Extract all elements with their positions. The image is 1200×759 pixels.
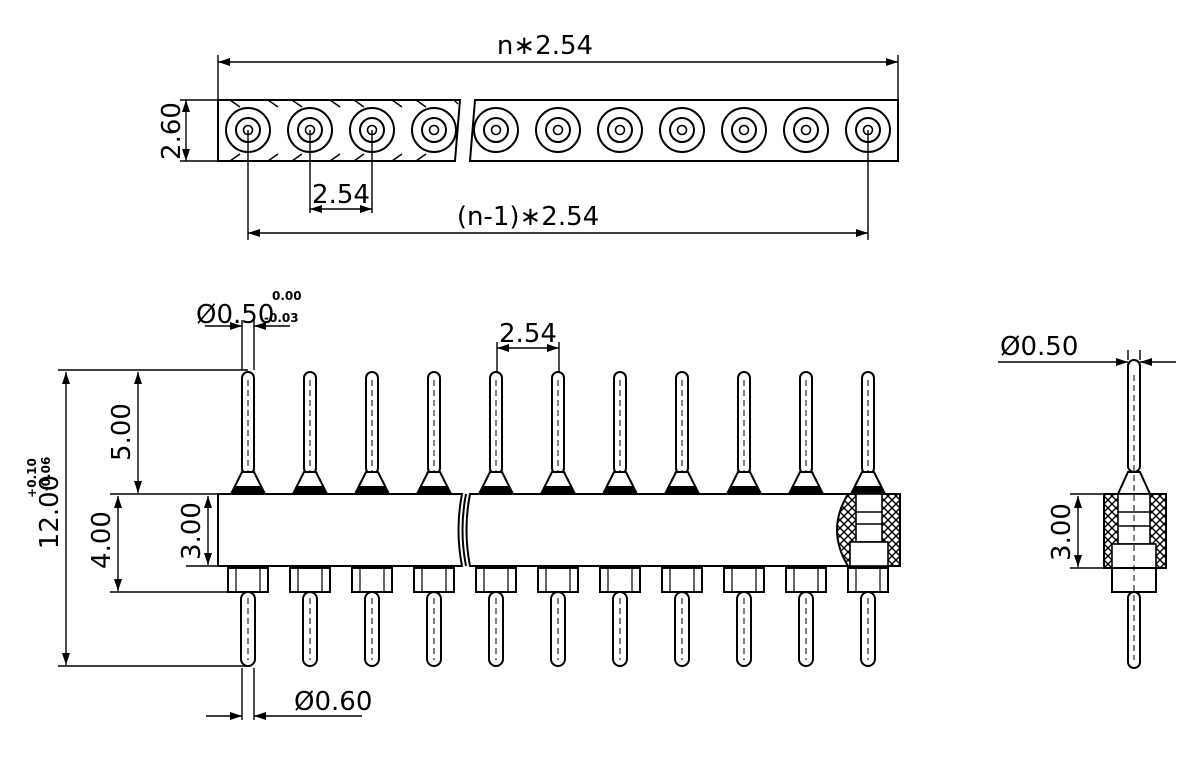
front-pin	[289, 371, 331, 667]
top-strip	[217, 99, 899, 162]
front-pins	[227, 371, 889, 667]
socket-hole-top	[659, 107, 705, 153]
front-pin	[599, 371, 641, 667]
front-pin	[227, 371, 269, 667]
pin-dia-top-label: Ø0.50	[196, 300, 274, 330]
lower-pin-dia-label: Ø0.60	[294, 687, 372, 717]
center-span-label: (n-1)∗2.54	[457, 202, 599, 232]
top-sockets	[225, 107, 891, 153]
section-cut	[836, 493, 901, 567]
total-tol-lower-label: -0.06	[39, 457, 53, 492]
total-tol-upper-label: +0.10	[25, 458, 39, 498]
front-pin	[661, 371, 703, 667]
strip-height-label: 2.60	[157, 102, 187, 160]
side-pin-dia-label: Ø0.50	[1000, 332, 1078, 362]
front-pin	[847, 371, 889, 667]
front-pin	[723, 371, 765, 667]
pitch-top-label: 2.54	[312, 180, 370, 210]
front-view: Ø0.50 0.00 -0.03 2.54 5.00 12.00 +0.10 -…	[25, 289, 901, 720]
lower-length-label: 4.00	[87, 511, 117, 569]
socket-hole-top	[783, 107, 829, 153]
total-length-label: 12.00	[35, 475, 65, 549]
socket-hole-top	[535, 107, 581, 153]
side-view: Ø0.50 3.00	[998, 332, 1176, 669]
connector-body-right	[465, 493, 901, 567]
top-view: n∗2.54 2.60 2.54 (n-1)∗2.54	[157, 31, 899, 240]
pin-tol-lower-label: -0.03	[264, 311, 299, 325]
pin-tol-upper-label: 0.00	[272, 289, 302, 303]
body-height-label: 3.00	[177, 502, 207, 560]
front-pin	[785, 371, 827, 667]
side-body-height-label: 3.00	[1047, 503, 1077, 561]
socket-hole-top	[411, 107, 457, 153]
connector-body-left	[217, 493, 464, 567]
front-pin	[351, 371, 393, 667]
pitch-front-label: 2.54	[499, 319, 557, 349]
front-pin	[475, 371, 517, 667]
upper-pin-length-label: 5.00	[107, 403, 137, 461]
socket-hole-top	[721, 107, 767, 153]
overall-length-label: n∗2.54	[497, 31, 593, 61]
socket-hole-top	[597, 107, 643, 153]
front-pin	[413, 371, 455, 667]
socket-hole-top	[473, 107, 519, 153]
